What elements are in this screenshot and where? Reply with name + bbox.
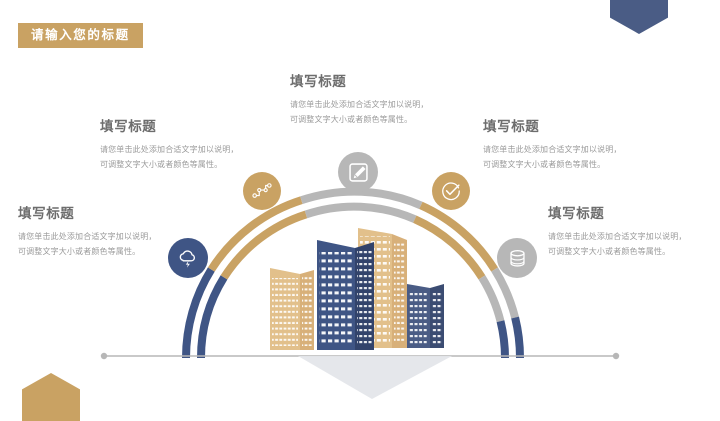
text-block-5-body-line2: 可调整文字大小或者颜色等属性。 xyxy=(548,247,671,257)
text-block-4-body-line1: 请您单击此处添加合适文字加以说明， xyxy=(483,144,622,154)
building-left-tan xyxy=(270,268,314,350)
arc-segment-left-navy xyxy=(181,267,228,359)
slide-canvas: 请输入您的标题 xyxy=(18,0,720,421)
node-edit-pencil[interactable] xyxy=(338,152,378,192)
text-block-5-body-line1: 请您单击此处添加合适文字加以说明， xyxy=(548,231,687,241)
node-network-nodes[interactable] xyxy=(243,172,281,210)
text-block-2-body-line1: 请您单击此处添加合适文字加以说明， xyxy=(100,144,239,154)
ground-line-endpoint-right xyxy=(612,352,620,360)
node-check-circle[interactable] xyxy=(432,172,470,210)
arc-segment-top-gray xyxy=(300,187,423,223)
ground-line-endpoint-left xyxy=(100,352,108,360)
text-block-1-body-line2: 可调整文字大小或者颜色等属性。 xyxy=(18,247,141,257)
text-block-5: 填写标题 请您单击此处添加合适文字加以说明， 可调整文字大小或者颜色等属性。 xyxy=(548,206,720,260)
city-skyline-illustration xyxy=(262,226,462,362)
text-block-2: 填写标题 请您单击此处添加合适文字加以说明， 可调整文字大小或者颜色等属性。 xyxy=(100,119,296,173)
network-nodes-icon xyxy=(252,183,272,198)
city-shadow xyxy=(298,356,452,399)
text-block-3-body-line2: 可调整文字大小或者颜色等属性。 xyxy=(290,115,413,125)
arc-segment-right-gray xyxy=(478,267,519,323)
text-block-5-title: 填写标题 xyxy=(548,206,605,221)
node-database[interactable] xyxy=(497,238,537,278)
text-block-4: 填写标题 请您单击此处添加合适文字加以说明， 可调整文字大小或者颜色等属性。 xyxy=(483,119,679,173)
database-icon xyxy=(509,249,525,267)
page-title: 请输入您的标题 xyxy=(31,28,130,43)
cloud-lightning-icon xyxy=(179,250,196,268)
text-block-1-title: 填写标题 xyxy=(18,206,75,221)
arc-segment-left-gold xyxy=(207,196,308,280)
edit-pencil-square-icon xyxy=(348,162,368,182)
page-title-banner: 请输入您的标题 xyxy=(18,23,143,48)
text-block-2-body-line2: 可调整文字大小或者颜色等属性。 xyxy=(100,160,223,170)
building-right-navy xyxy=(407,284,444,348)
text-block-3: 填写标题 请您单击此处添加合适文字加以说明， 可调整文字大小或者颜色等属性。 xyxy=(290,74,486,128)
text-block-3-body-line1: 请您单击此处添加合适文字加以说明， xyxy=(290,99,429,109)
text-block-1: 填写标题 请您单击此处添加合适文字加以说明， 可调整文字大小或者颜色等属性。 xyxy=(18,206,214,260)
building-center-navy xyxy=(317,240,374,350)
text-block-2-title: 填写标题 xyxy=(100,119,157,134)
text-block-1-body-line1: 请您单击此处添加合适文字加以说明， xyxy=(18,231,157,241)
arc-segment-right-gold xyxy=(413,201,498,280)
arc-segment-right-navy xyxy=(496,316,525,359)
text-block-4-title: 填写标题 xyxy=(483,119,540,134)
node-cloud-lightning[interactable] xyxy=(168,238,208,278)
text-block-4-body-line2: 可调整文字大小或者颜色等属性。 xyxy=(483,160,606,170)
arc-diagram xyxy=(100,187,620,399)
text-block-3-title: 填写标题 xyxy=(290,74,347,89)
check-circle-icon xyxy=(442,182,460,201)
